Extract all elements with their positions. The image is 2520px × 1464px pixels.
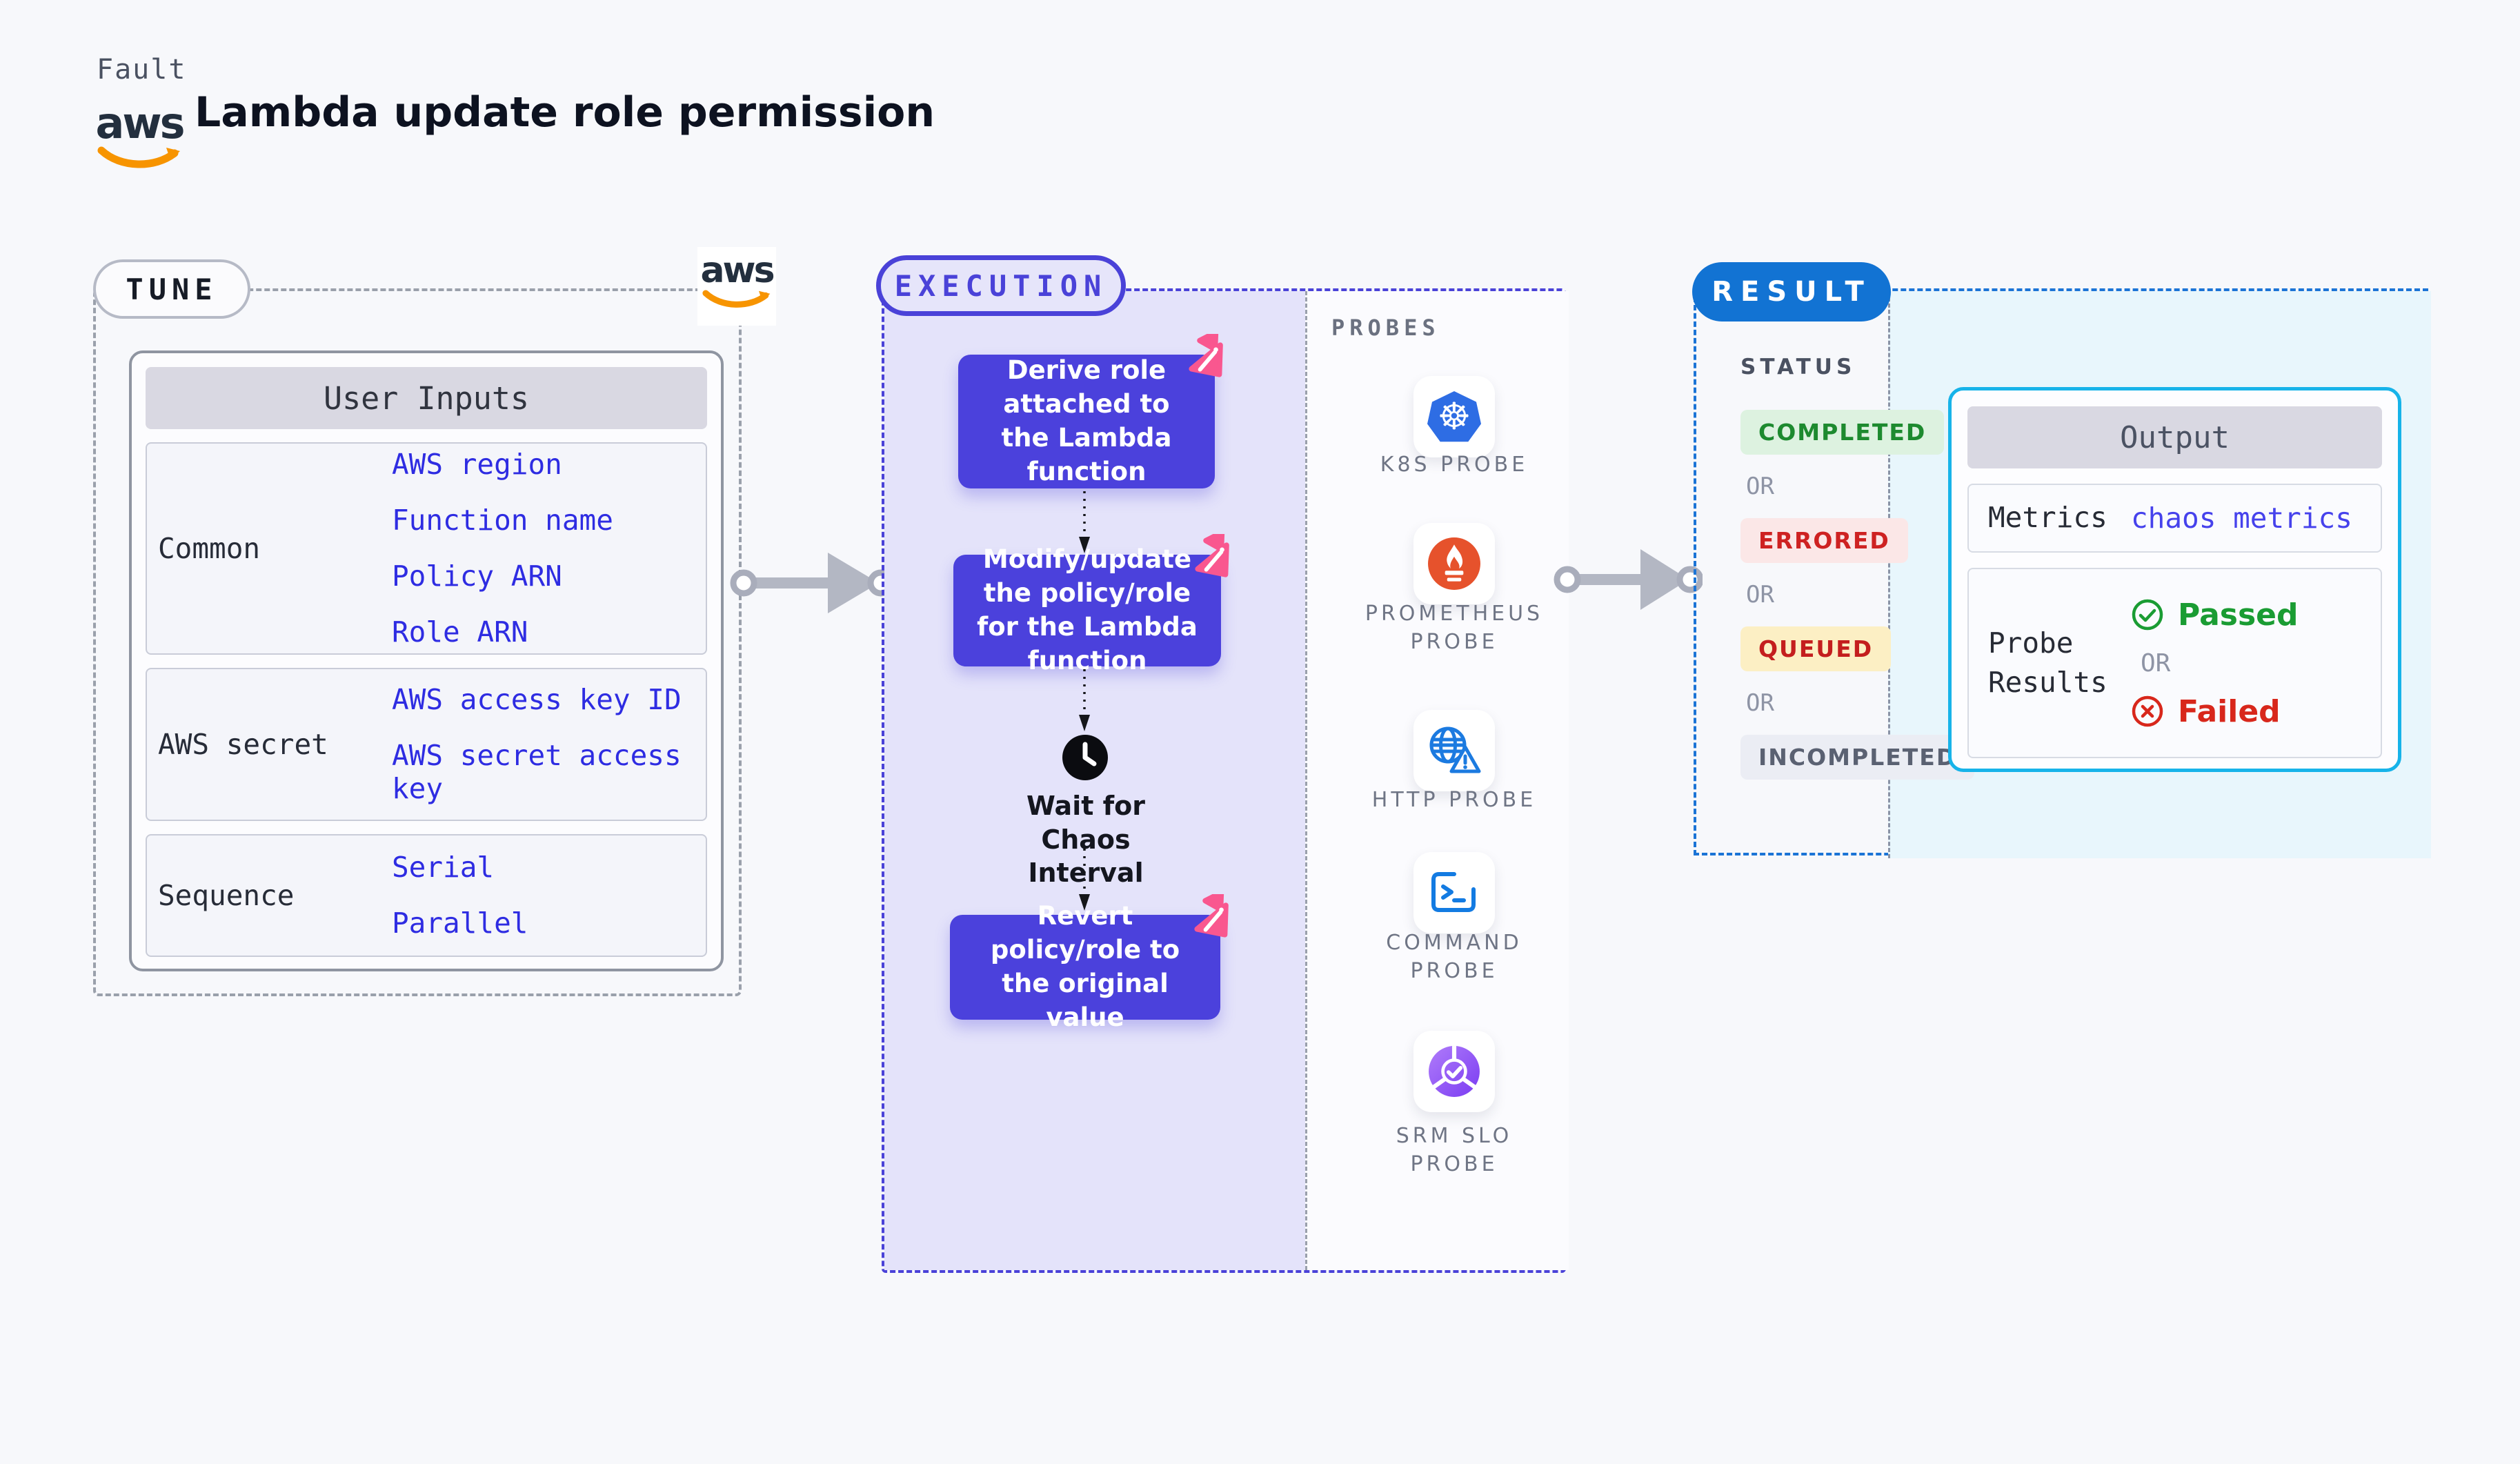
step-connector-arrow [1079, 491, 1090, 553]
metrics-value: chaos metrics [2131, 502, 2352, 535]
status-badge-incompleted: INCOMPLETED [1740, 735, 1975, 780]
aws-logo-badge: aws [697, 247, 776, 326]
result-section: RESULT STATUS COMPLETED OR ERRORED OR QU… [1692, 262, 2431, 858]
input-group-label: AWS secret [158, 728, 328, 761]
page-title: Lambda update role permission [195, 88, 935, 137]
failed-label: Failed [2178, 693, 2281, 729]
chaos-icon [1189, 334, 1223, 377]
step-connector-arrow [1079, 849, 1090, 911]
output-header: Output [1967, 406, 2382, 468]
input-group-label: Common [158, 532, 261, 565]
result-pill: RESULT [1692, 262, 1891, 322]
step-revert-policy: Revert policy/role to the original value [950, 894, 1229, 1032]
prometheus-icon [1428, 537, 1480, 590]
probe-results-row: Probe Results Passed OR Failed [1967, 568, 2382, 758]
or-label: OR [1746, 581, 1774, 609]
step-wait-label: Wait for Chaos Interval [1026, 791, 1145, 889]
k8s-probe-card: ☸ [1413, 376, 1495, 457]
kubernetes-icon: ☸ [1427, 391, 1481, 442]
execution-to-result-arrow [1554, 549, 1703, 610]
status-badge-queued: QUEUED [1740, 626, 1892, 671]
input-value: Policy ARN [392, 560, 562, 593]
step-derive-role: Derive role attached to the Lambda funct… [958, 334, 1223, 488]
failed-x-icon [2132, 695, 2163, 727]
probe-label: K8S PROBE [1380, 453, 1529, 477]
http-globe-icon [1429, 726, 1481, 773]
input-value: Parallel [392, 907, 528, 940]
output-card: Output Metrics chaos metrics Probe Resul… [1948, 387, 2401, 772]
input-group-aws-secret: AWS secret AWS access key ID AWS secret … [146, 668, 707, 821]
metrics-label: Metrics [1988, 501, 2107, 535]
probe-label: COMMAND PROBE [1386, 931, 1522, 983]
input-group-label: Sequence [158, 879, 295, 912]
probe-label: HTTP PROBE [1371, 788, 1537, 812]
user-inputs-header: User Inputs [146, 367, 707, 429]
step-modify-policy: Modify/update the policy/role for the La… [953, 534, 1229, 675]
aws-logo: aws [95, 98, 186, 170]
execution-section: EXECUTION PROBES Derive role attached to… [876, 255, 1569, 1273]
or-label: OR [1746, 473, 1774, 500]
fault-eyebrow: Fault [97, 54, 187, 86]
aws-wordmark: aws [700, 250, 775, 291]
prometheus-probe-card [1413, 523, 1495, 604]
input-group-common: Common AWS region Function name Policy A… [146, 442, 707, 655]
input-value: Role ARN [392, 615, 528, 649]
passed-label: Passed [2178, 597, 2299, 633]
input-value: Serial [392, 850, 495, 884]
command-probe-card [1413, 852, 1495, 933]
execution-pill: EXECUTION [876, 255, 1126, 316]
http-probe-card [1413, 710, 1495, 791]
chaos-icon [1195, 534, 1229, 577]
srm-slo-probe-card [1413, 1031, 1495, 1112]
input-value: Function name [392, 503, 613, 537]
status-badge-completed: COMPLETED [1740, 410, 1945, 455]
step-label: Revert policy/role to the original value [990, 901, 1180, 1032]
chaos-icon [1194, 894, 1229, 938]
metrics-row: Metrics chaos metrics [1967, 484, 2382, 553]
step-connector-arrow [1079, 669, 1090, 731]
tune-section: TUNE aws User Inputs Common AWS region F… [93, 247, 776, 996]
tune-pill: TUNE [93, 259, 250, 319]
step-label: Derive role attached to the Lambda funct… [1001, 355, 1172, 486]
or-label: OR [1746, 689, 1774, 717]
input-value: AWS access key ID [392, 683, 682, 717]
slo-gauge-icon [1429, 1046, 1480, 1097]
or-label: OR [2141, 649, 2171, 677]
clock-icon [1062, 735, 1108, 780]
tune-to-execution-arrow [730, 553, 895, 613]
terminal-icon [1431, 872, 1476, 912]
probe-results-label: Probe Results [1988, 626, 2107, 699]
status-title: STATUS [1740, 355, 1856, 379]
probe-label: PROMETHEUS PROBE [1365, 602, 1544, 654]
step-label: Modify/update the policy/role for the La… [977, 544, 1198, 675]
probe-label: SRM SLO PROBE [1396, 1124, 1513, 1176]
input-value: AWS secret access key [392, 739, 682, 805]
status-badge-errored: ERRORED [1740, 518, 1908, 563]
status-column: STATUS COMPLETED OR ERRORED OR QUEUED OR… [1740, 355, 1975, 780]
user-inputs-card: User Inputs Common AWS region Function n… [129, 350, 724, 971]
input-value: AWS region [392, 447, 562, 481]
probes-title: PROBES [1331, 315, 1440, 341]
aws-smile-icon [702, 290, 771, 308]
input-group-sequence: Sequence Serial Parallel [146, 834, 707, 957]
aws-wordmark: aws [95, 98, 185, 148]
passed-check-icon [2132, 599, 2163, 631]
aws-smile-icon [97, 146, 180, 168]
